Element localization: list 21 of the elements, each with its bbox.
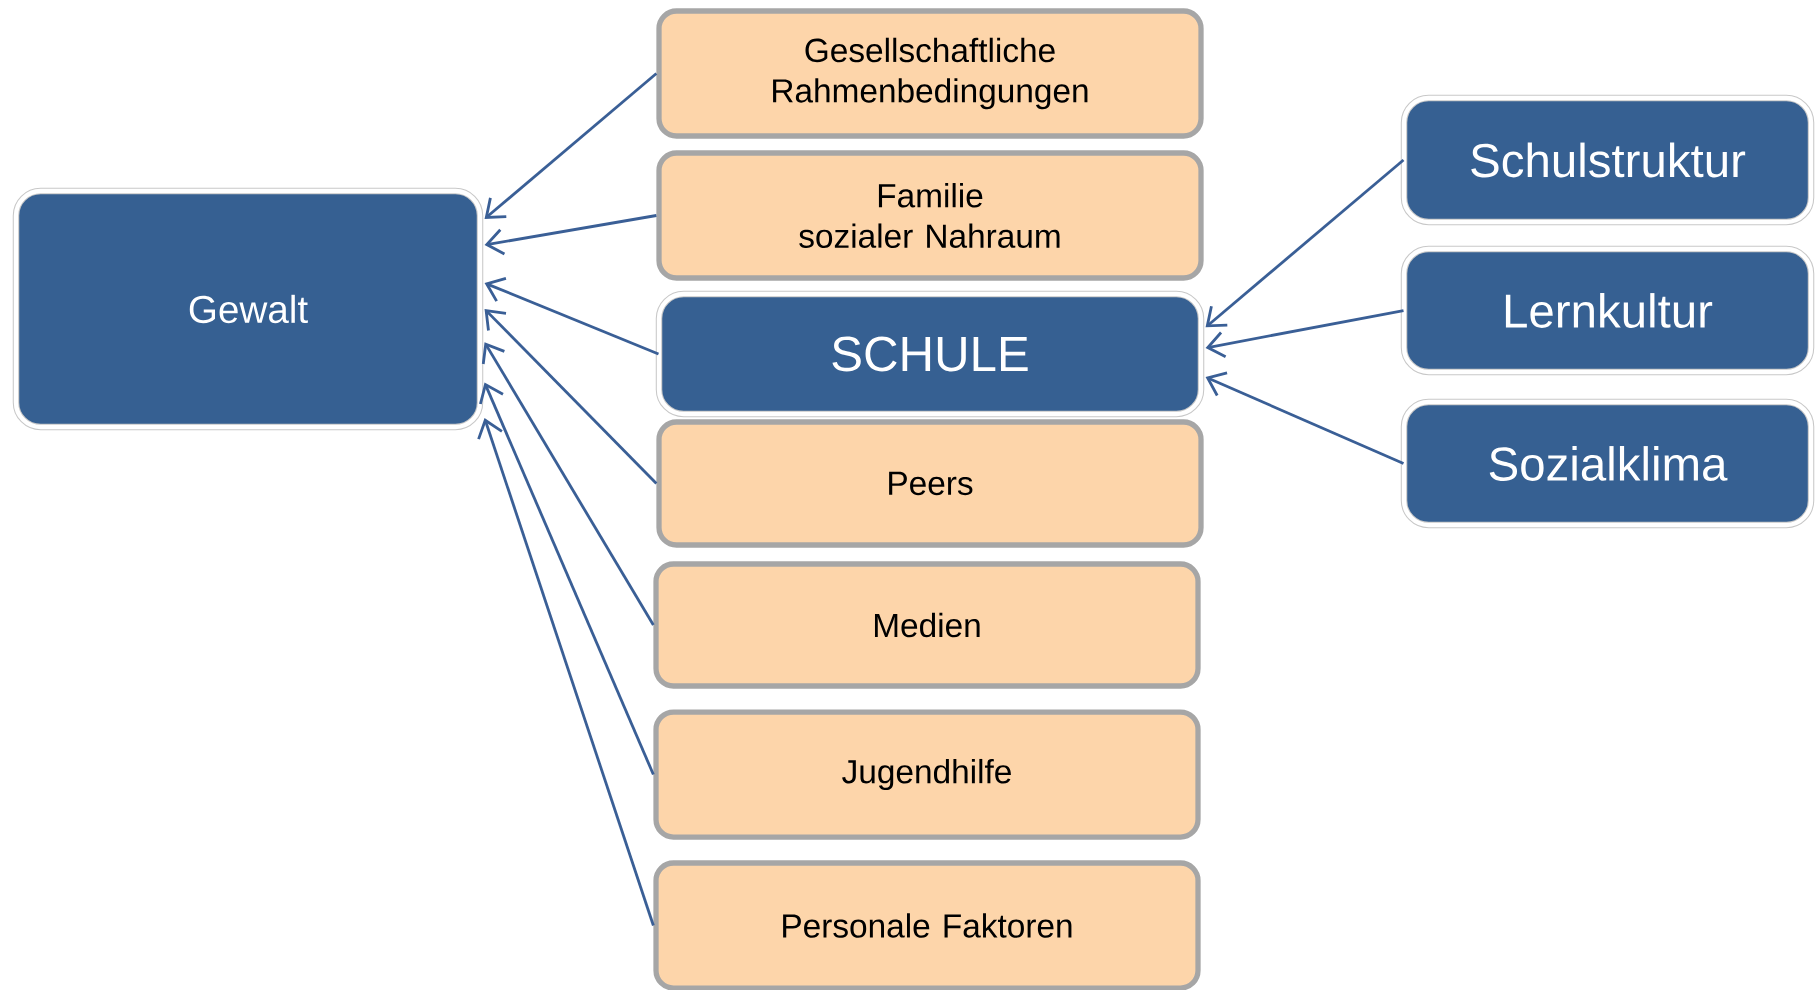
factor-box: Gesellschaftliche Rahmenbedingungen [656, 8, 1204, 139]
factor-box: Personale Faktoren [653, 860, 1201, 990]
process-box: Gewalt [12, 187, 484, 431]
arrow [479, 382, 655, 776]
arrow [484, 72, 658, 219]
process-box: Sozialklima [1400, 398, 1815, 529]
arrow [481, 342, 655, 626]
arrow [1205, 158, 1405, 328]
factor-box: Jugendhilfe [653, 709, 1201, 840]
factor-box: Medien [653, 561, 1201, 689]
process-box: Schulstruktur [1400, 94, 1815, 226]
arrow [1205, 309, 1404, 358]
factor-box: Peers [656, 419, 1204, 548]
arrow [484, 277, 659, 356]
arrow [1205, 371, 1405, 465]
factor-box: Familie sozialer Nahraum [656, 150, 1204, 281]
process-box: SCHULE [655, 290, 1205, 418]
arrow [484, 214, 657, 256]
arrow [484, 309, 658, 485]
process-box: Lernkultur [1400, 245, 1815, 376]
arrow [477, 418, 655, 926]
